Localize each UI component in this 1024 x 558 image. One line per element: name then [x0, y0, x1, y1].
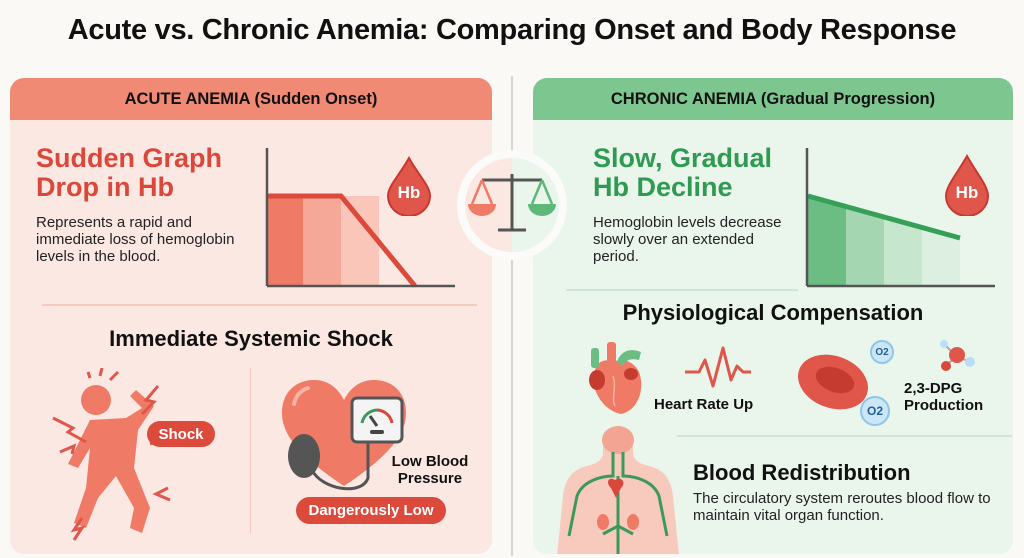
chronic-heading: Slow, Gradual Hb Decline	[593, 143, 773, 202]
acute-heading: Sudden Graph Drop in Hb	[36, 143, 223, 202]
chronic-anemia-panel: CHRONIC ANEMIA (Gradual Progression) Slo…	[533, 78, 1013, 554]
acute-anemia-panel: ACUTE ANEMIA (Sudden Onset) Sudden Graph…	[10, 78, 492, 554]
dpg-production-label: 2,3-DPG Production	[904, 380, 984, 414]
acute-inner-divider	[250, 368, 251, 533]
page-title: Acute vs. Chronic Anemia: Comparing Onse…	[67, 14, 957, 46]
heart-rate-label: Heart Rate Up	[654, 396, 754, 413]
blood-redistribution-title: Blood Redistribution	[693, 460, 911, 485]
molecule-icon	[940, 340, 975, 371]
shocked-person-icon	[52, 368, 171, 541]
heartbeat-line-icon	[685, 346, 751, 388]
acute-hb-drop-chart	[265, 148, 455, 288]
circulatory-system-body-icon	[557, 426, 679, 554]
acute-description: Represents a rapid and immediate loss of…	[36, 214, 235, 265]
hb-blood-drop-icon: Hb	[385, 155, 433, 217]
acute-section-title: Immediate Systemic Shock	[109, 326, 393, 351]
chronic-divider-bottom	[677, 435, 1012, 437]
shock-badge: Shock	[147, 421, 215, 447]
oxygen-bubble-icon: O2	[860, 396, 890, 426]
chronic-hb-decline-chart	[805, 148, 995, 288]
anatomical-heart-icon	[589, 342, 642, 414]
center-divider	[511, 76, 513, 556]
acute-divider	[42, 304, 477, 306]
chronic-panel-header: CHRONIC ANEMIA (Gradual Progression)	[533, 78, 1013, 120]
hb-blood-drop-icon: Hb	[943, 153, 991, 217]
balance-scale-icon	[468, 174, 556, 232]
low-blood-pressure-label: Low Blood Pressure	[391, 453, 469, 487]
blood-redistribution-description: The circulatory system reroutes blood fl…	[693, 490, 991, 524]
chronic-description: Hemoglobin levels decrease slowly over a…	[593, 214, 782, 265]
red-blood-cell-icon	[798, 354, 868, 410]
acute-panel-header: ACUTE ANEMIA (Sudden Onset)	[10, 78, 492, 120]
oxygen-bubble-icon: O2	[870, 340, 894, 364]
chronic-section-title: Physiological Compensation	[622, 300, 924, 325]
dangerously-low-badge: Dangerously Low	[296, 497, 446, 524]
heart-blood-pressure-icon	[282, 380, 406, 491]
chronic-divider-top	[566, 289, 798, 291]
